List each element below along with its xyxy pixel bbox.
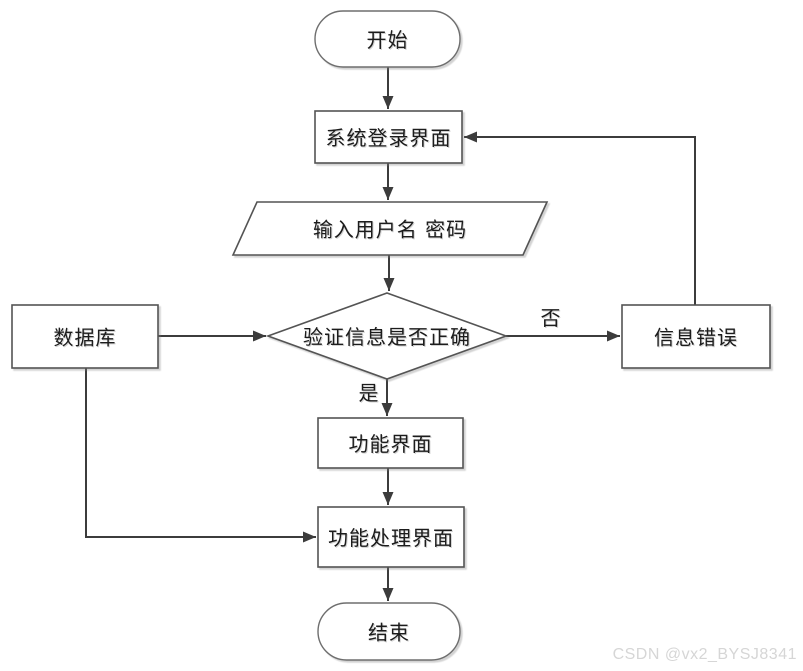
input-credentials-shape bbox=[231, 201, 549, 256]
start-shape bbox=[314, 10, 461, 68]
node-label-function-screen: 功能界面 bbox=[349, 432, 433, 456]
node-input-credentials: 输入用户名 密码 bbox=[231, 201, 549, 256]
end-shape bbox=[317, 602, 461, 661]
function-process-screen-shape bbox=[317, 506, 465, 568]
database-shape bbox=[11, 304, 159, 369]
node-label-start: 开始 bbox=[367, 28, 409, 52]
edge-error-to-login bbox=[464, 131, 696, 305]
node-verify-decision: 验证信息是否正确 bbox=[265, 292, 509, 380]
edge-line-error-to-login bbox=[464, 131, 696, 305]
verify-decision-shape bbox=[265, 292, 509, 380]
node-login-screen: 系统登录界面 bbox=[314, 110, 463, 164]
node-label-function-process-screen: 功能处理界面 bbox=[328, 526, 454, 550]
node-label-input-credentials: 输入用户名 密码 bbox=[313, 218, 467, 242]
edge-decision-yes-to-function: 是 bbox=[359, 379, 393, 416]
edge-line-database-to-process bbox=[85, 368, 316, 543]
node-start: 开始 bbox=[314, 10, 461, 68]
node-end: 结束 bbox=[317, 602, 461, 661]
edge-database-to-process bbox=[85, 368, 316, 543]
edge-label-decision-no-to-error: 否 bbox=[541, 306, 562, 330]
login-screen-shape bbox=[314, 110, 463, 164]
edge-decision-no-to-error: 否 bbox=[506, 306, 620, 342]
function-screen-shape bbox=[317, 417, 464, 469]
node-label-database: 数据库 bbox=[54, 326, 117, 350]
node-label-end: 结束 bbox=[368, 621, 410, 645]
node-database: 数据库 bbox=[11, 304, 159, 369]
node-label-login-screen: 系统登录界面 bbox=[326, 126, 452, 150]
node-label-verify-decision: 验证信息是否正确 bbox=[303, 325, 471, 349]
watermark: CSDN @vx2_BYSJ8341 bbox=[613, 646, 797, 663]
info-error-shape bbox=[621, 304, 771, 369]
node-label-info-error: 信息错误 bbox=[654, 326, 738, 350]
edge-label-decision-yes-to-function: 是 bbox=[359, 381, 380, 405]
node-function-screen: 功能界面 bbox=[317, 417, 464, 469]
node-info-error: 信息错误 bbox=[621, 304, 771, 369]
node-function-process-screen: 功能处理界面 bbox=[317, 506, 465, 568]
